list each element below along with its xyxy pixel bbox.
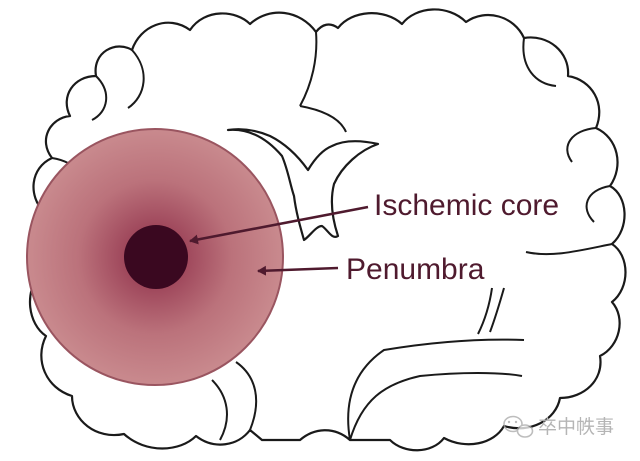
lower-sulcus-right bbox=[347, 338, 525, 441]
fissure-right bbox=[522, 37, 613, 256]
wechat-icon bbox=[503, 415, 534, 438]
arrow-penumbra bbox=[257, 265, 339, 276]
lower-sulcus-left bbox=[211, 361, 258, 441]
label-penumbra: Penumbra bbox=[346, 253, 485, 286]
central-fissure bbox=[299, 31, 347, 133]
arrow-ischemic-core bbox=[189, 205, 369, 245]
internal-capsule bbox=[477, 287, 505, 335]
fissure-left bbox=[43, 49, 145, 247]
watermark-text: 卒中帙事 bbox=[538, 416, 614, 438]
ischemic-core-region bbox=[124, 225, 188, 289]
label-ischemic-core: Ischemic core bbox=[374, 189, 559, 222]
